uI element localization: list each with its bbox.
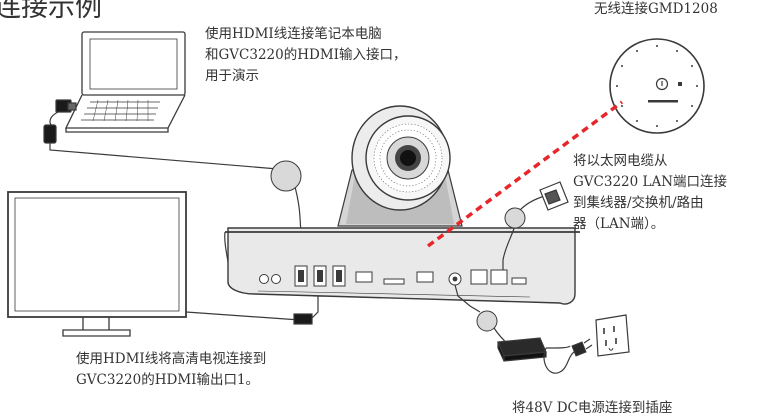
gmd1208-mic-illustration — [609, 38, 705, 134]
power-connection-label: 将48V DC电源连接到插座 — [512, 400, 673, 416]
ethernet-connection-label: 将以太网电缆从 GVC3220 LAN端口连接 到集线器/交换机/路由 器（LA… — [573, 153, 728, 232]
tv-illustration — [7, 191, 187, 337]
power-plug-icon — [571, 338, 593, 357]
ethernet-plug-icon — [539, 181, 569, 211]
laptop-illustration — [64, 31, 186, 133]
power-cable — [454, 284, 593, 374]
wall-outlet-icon — [595, 314, 630, 357]
ethernet-cable — [502, 181, 569, 270]
gvc3220-base-unit — [224, 227, 580, 305]
wireless-connection-label: 无线连接GMD1208 — [594, 1, 718, 17]
laptop-hdmi-callout — [270, 160, 302, 192]
wireless-link-line — [426, 100, 624, 248]
laptop-connection-label: 使用HDMI线连接笔记本电脑 和GVC3220的HDMI输入接口， 用于演示 — [205, 26, 407, 84]
power-adapter-icon — [497, 337, 547, 362]
camera-illustration — [337, 105, 463, 227]
tv-connection-label: 使用HDMI线将高清电视连接到 GVC3220的HDMI输出口1。 — [76, 351, 267, 388]
ethernet-callout — [504, 207, 526, 229]
power-callout — [476, 310, 498, 332]
page-title: 连接示例 — [0, 0, 102, 23]
